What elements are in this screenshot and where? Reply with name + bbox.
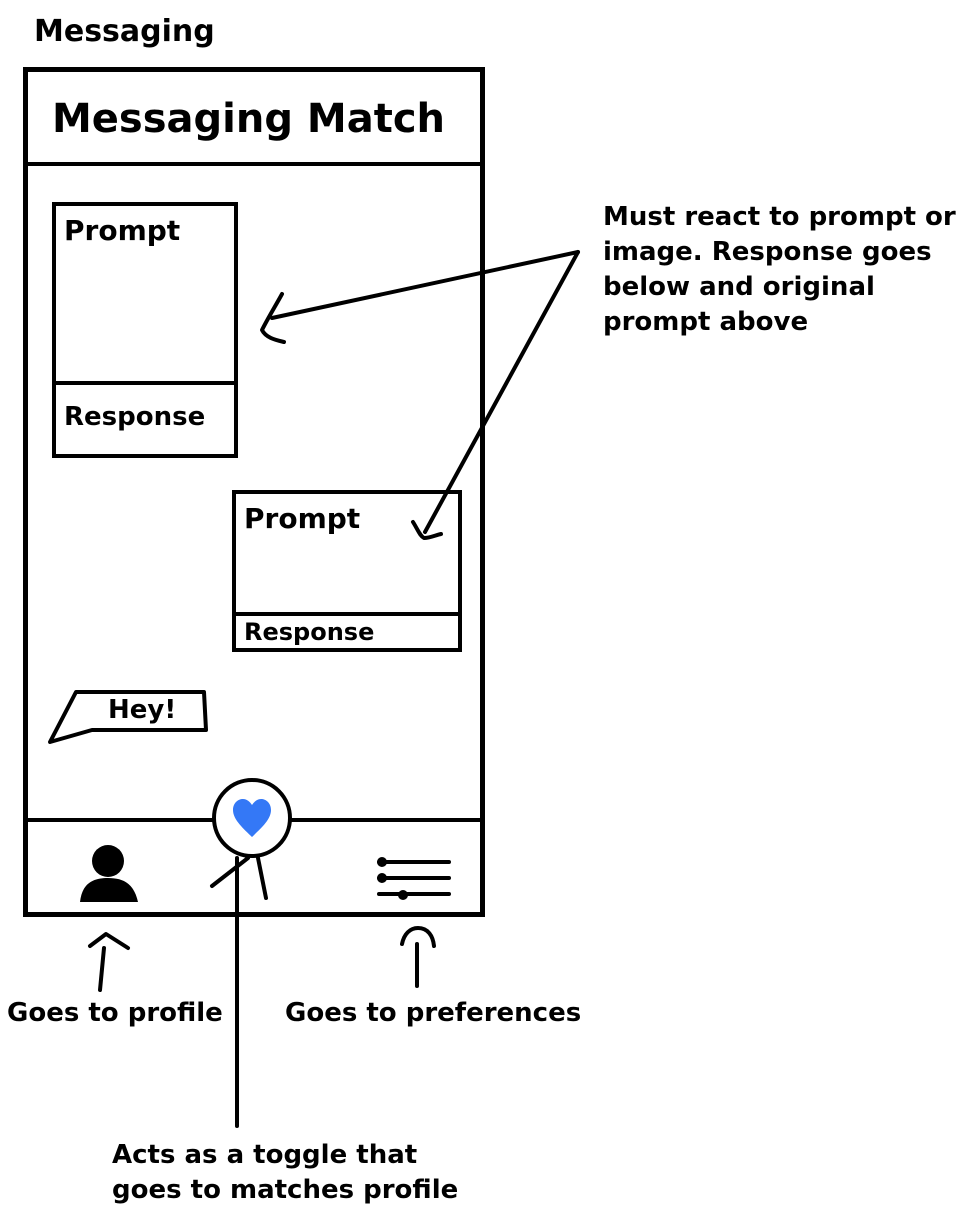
preferences-annotation: Goes to preferences: [285, 998, 582, 1028]
response-label: Response: [244, 618, 375, 646]
profile-arrow-shaft: [98, 946, 106, 992]
annotation-line: goes to matches profile: [112, 1175, 459, 1205]
section-title: Messaging: [34, 14, 215, 49]
profile-annotation: Goes to profile: [7, 998, 223, 1028]
annotation-line: prompt above: [603, 307, 809, 337]
prompt-card[interactable]: Prompt Response: [232, 490, 462, 652]
annotation-line: image. Response goes: [603, 237, 932, 267]
profile-arrow-head: [88, 932, 130, 950]
heart-toggle-button[interactable]: [212, 778, 292, 858]
prompt-annotation: Must react to prompt or image. Response …: [603, 200, 956, 340]
app-header: Messaging Match: [28, 72, 480, 166]
preferences-arrow-head: [400, 926, 436, 948]
card-divider: [236, 612, 458, 616]
prompt-label: Prompt: [244, 502, 361, 535]
prompt-label: Prompt: [64, 214, 181, 247]
heart-icon: [233, 799, 271, 837]
chat-bubble-text: Hey!: [108, 695, 177, 725]
annotation-line: below and original: [603, 272, 875, 302]
app-title: Messaging Match: [52, 96, 446, 142]
annotation-line: Must react to prompt or: [603, 202, 956, 232]
preferences-icon[interactable]: [373, 856, 453, 908]
response-label: Response: [64, 402, 206, 432]
prompt-card[interactable]: Prompt Response: [52, 202, 238, 458]
toggle-annotation: Acts as a toggle that goes to matches pr…: [112, 1138, 458, 1208]
annotation-line: Acts as a toggle that: [112, 1140, 418, 1170]
profile-icon[interactable]: [76, 844, 140, 906]
card-divider: [56, 381, 234, 385]
